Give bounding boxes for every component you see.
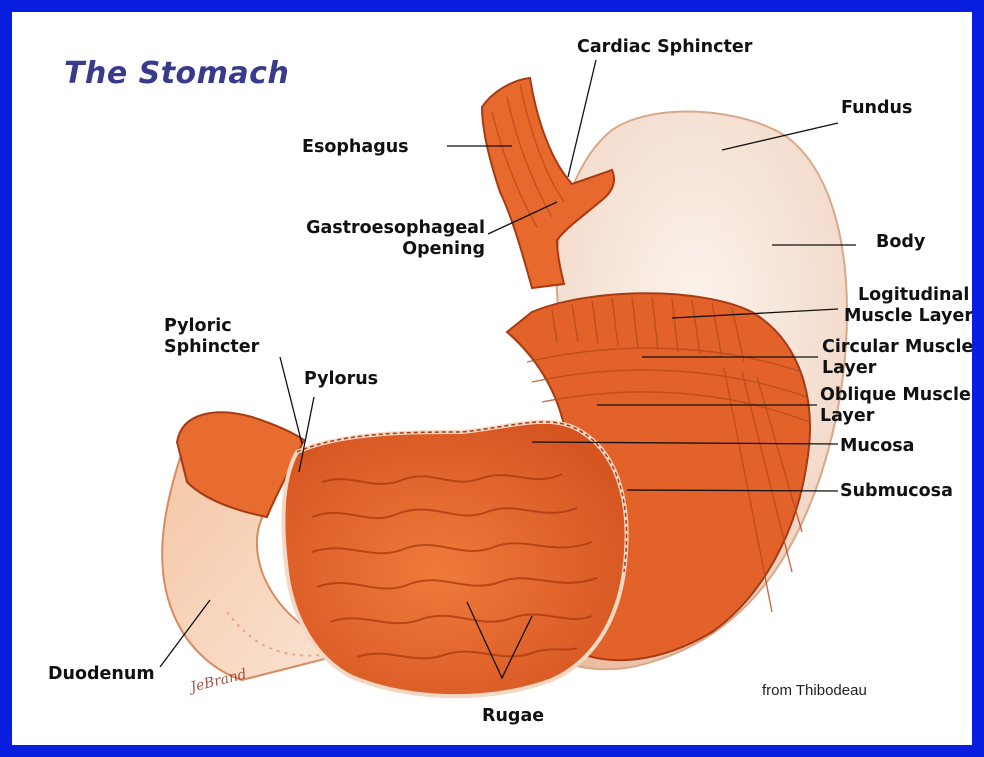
mucosa-cavity-shape bbox=[283, 422, 626, 696]
label-pyloric-sphincter: Pyloric Sphincter bbox=[164, 316, 259, 358]
label-gastroesophageal-line1: Gastroesophageal bbox=[264, 218, 485, 239]
label-circular-line2: Layer bbox=[822, 358, 973, 379]
label-fundus: Fundus bbox=[841, 98, 912, 119]
label-body: Body bbox=[876, 232, 925, 253]
label-pyloric-line1: Pyloric bbox=[164, 316, 259, 337]
label-esophagus: Esophagus bbox=[302, 137, 409, 158]
label-gastroesophageal: Gastroesophageal Opening bbox=[264, 218, 485, 260]
label-oblique-line2: Layer bbox=[820, 406, 971, 427]
label-duodenum: Duodenum bbox=[48, 664, 155, 685]
label-oblique-muscle: Oblique Muscle Layer bbox=[820, 385, 971, 427]
label-gastroesophageal-line2: Opening bbox=[264, 239, 485, 260]
label-oblique-line1: Oblique Muscle bbox=[820, 385, 971, 406]
label-longitudinal-line2: Muscle Layer bbox=[844, 306, 973, 327]
label-circular-line1: Circular Muscle bbox=[822, 337, 973, 358]
label-longitudinal-line1: Logitudinal bbox=[844, 285, 973, 306]
label-pylorus: Pylorus bbox=[304, 369, 378, 390]
label-mucosa: Mucosa bbox=[840, 436, 915, 457]
label-circular-muscle: Circular Muscle Layer bbox=[822, 337, 973, 379]
diagram-title: The Stomach bbox=[64, 56, 289, 91]
label-rugae: Rugae bbox=[482, 706, 544, 727]
label-submucosa: Submucosa bbox=[840, 481, 953, 502]
label-cardiac-sphincter: Cardiac Sphincter bbox=[577, 37, 752, 58]
source-credit: from Thibodeau bbox=[762, 682, 867, 699]
label-longitudinal: Logitudinal Muscle Layer bbox=[844, 285, 973, 327]
label-pyloric-line2: Sphincter bbox=[164, 337, 259, 358]
